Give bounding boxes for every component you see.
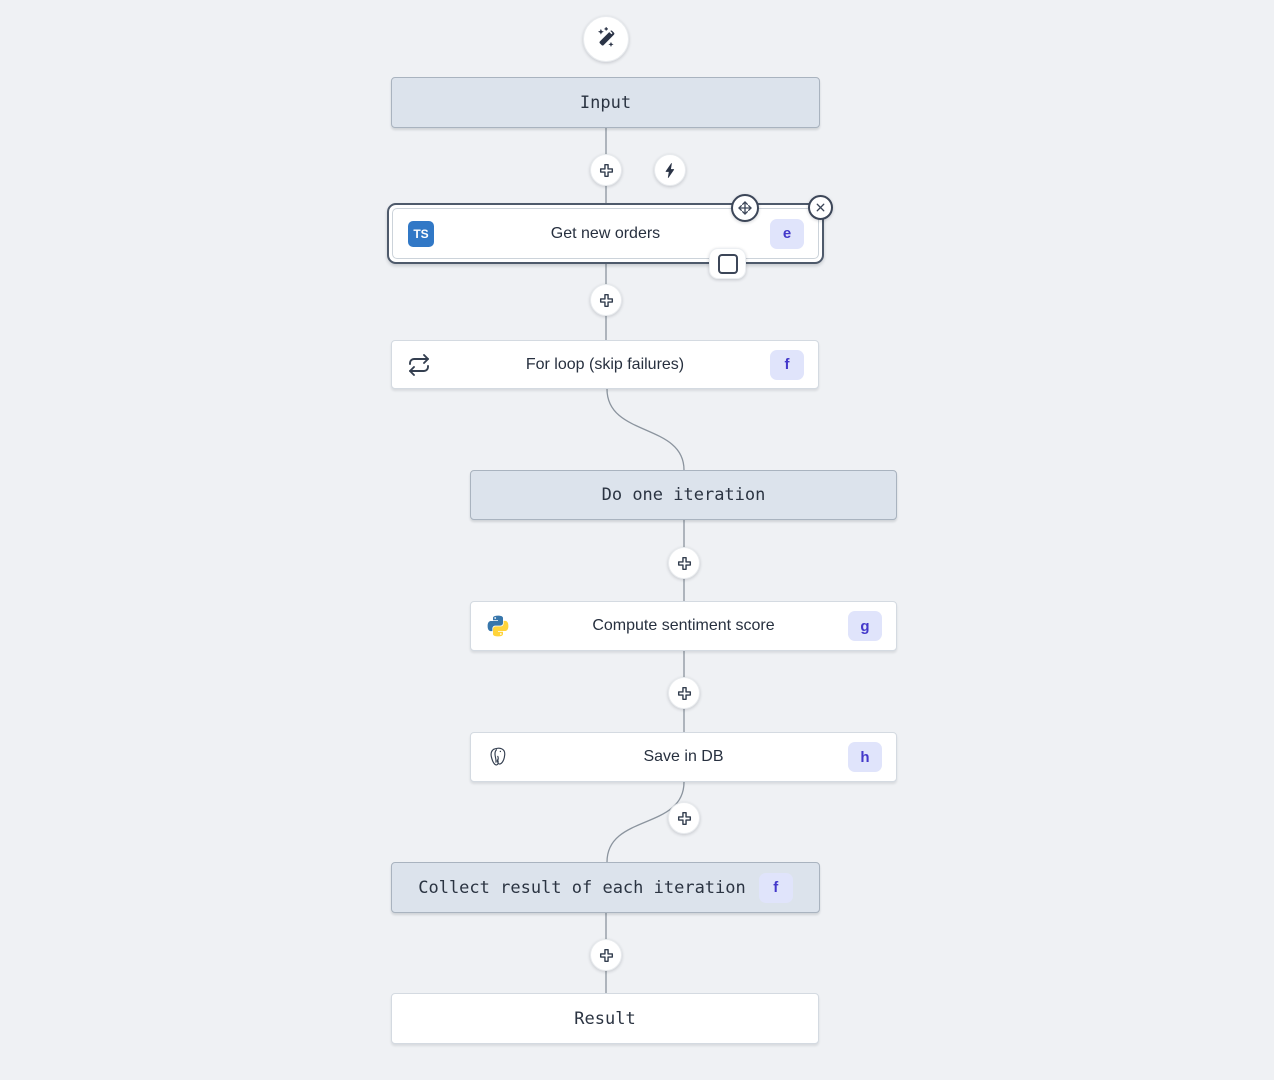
- node-label: Compute sentiment score: [592, 617, 775, 634]
- node-compute-sentiment-score[interactable]: Compute sentiment score g: [470, 601, 897, 651]
- add-step-button[interactable]: [668, 802, 700, 834]
- node-do-one-iteration[interactable]: Do one iteration: [470, 470, 897, 520]
- edge-forloop-to-do-one-iteration: [606, 388, 685, 471]
- plus-icon: [676, 555, 693, 572]
- python-icon: [486, 614, 510, 638]
- plus-icon: [598, 947, 615, 964]
- move-node-button[interactable]: [731, 194, 759, 222]
- step-id-badge: h: [848, 742, 882, 772]
- typescript-icon: TS: [408, 220, 434, 247]
- delete-node-button[interactable]: [808, 195, 833, 220]
- node-label: Do one iteration: [601, 485, 766, 505]
- close-icon: [814, 201, 827, 214]
- plus-icon: [598, 292, 615, 309]
- plus-icon: [598, 162, 615, 179]
- node-label: For loop (skip failures): [525, 355, 685, 373]
- step-id-badge: f: [758, 872, 793, 903]
- magic-wand-icon: [593, 26, 619, 52]
- move-icon: [737, 200, 753, 216]
- postgresql-icon: [486, 746, 509, 769]
- add-step-button[interactable]: [590, 939, 622, 971]
- repeat-icon: [407, 353, 431, 377]
- node-save-in-db[interactable]: Save in DB h: [470, 732, 897, 782]
- bolt-icon: [662, 162, 679, 179]
- add-step-button[interactable]: [590, 284, 622, 316]
- node-label: Input: [579, 92, 632, 113]
- plus-icon: [676, 685, 693, 702]
- node-collect-result[interactable]: Collect result of each iteration f: [391, 862, 820, 913]
- node-for-loop[interactable]: For loop (skip failures) f: [391, 340, 819, 389]
- step-id-badge: f: [770, 349, 804, 380]
- add-trigger-button[interactable]: [654, 154, 686, 186]
- add-step-button[interactable]: [668, 547, 700, 579]
- checkbox-icon: [717, 253, 738, 274]
- step-id-badge: g: [848, 611, 882, 641]
- step-id-badge: e: [770, 218, 804, 249]
- add-step-button[interactable]: [590, 154, 622, 186]
- node-label: Get new orders: [550, 224, 661, 242]
- node-label: Collect result of each iteration: [418, 877, 746, 898]
- node-label: Save in DB: [643, 748, 724, 765]
- plus-icon: [676, 810, 693, 827]
- node-checkbox-button[interactable]: [709, 248, 746, 279]
- node-input[interactable]: Input: [391, 77, 820, 128]
- add-step-button[interactable]: [668, 677, 700, 709]
- node-result[interactable]: Result: [391, 993, 819, 1044]
- ai-flow-button[interactable]: [583, 16, 629, 62]
- node-get-new-orders[interactable]: TS Get new orders e: [387, 203, 824, 264]
- node-label: Result: [574, 1008, 636, 1029]
